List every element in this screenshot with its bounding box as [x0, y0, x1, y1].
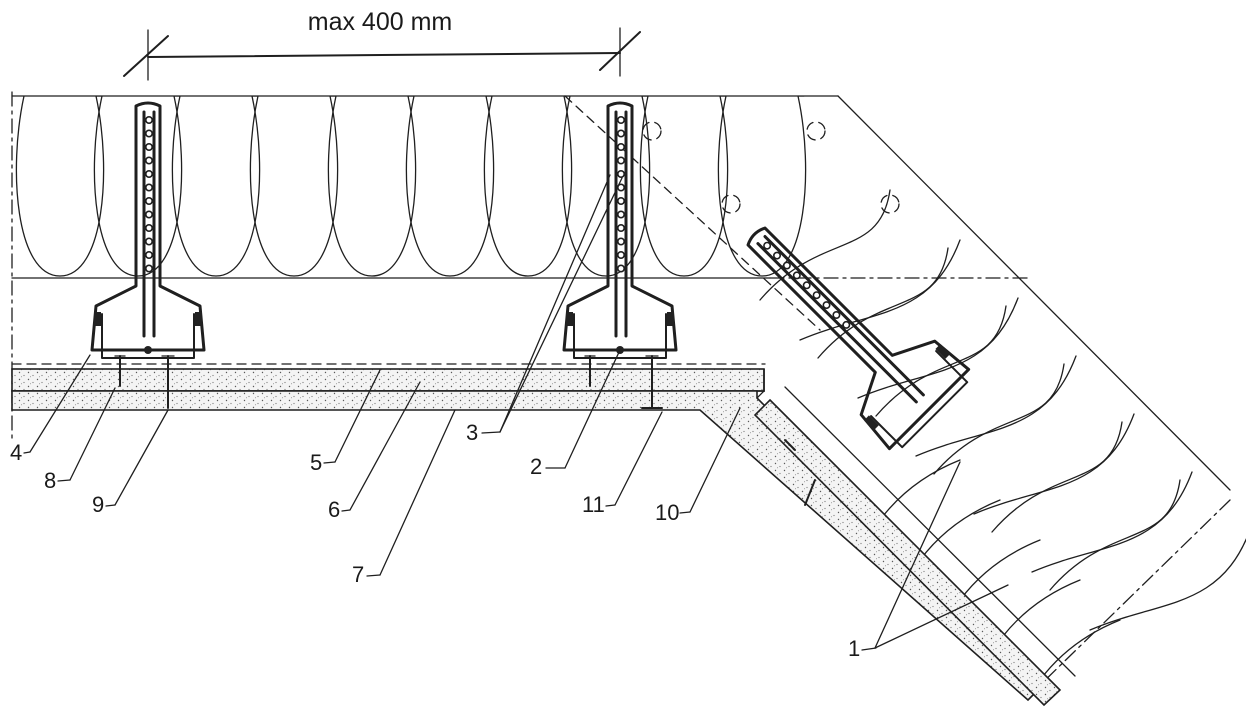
- hanger-bracket-inclined: [746, 226, 971, 451]
- callout-10: 10: [655, 500, 679, 525]
- callout-8: 8: [44, 468, 56, 493]
- callout-11: 11: [582, 492, 605, 517]
- leader-lines: [29, 174, 1009, 649]
- board-layers-inclined: [753, 386, 1076, 707]
- callout-2: 2: [530, 454, 542, 479]
- callout-6: 6: [328, 497, 340, 522]
- hanger-bracket-left: [90, 101, 206, 359]
- insulation-layer-horizontal: [11, 91, 1031, 441]
- callout-9: 9: [92, 492, 104, 517]
- callout-1: 1: [848, 636, 860, 661]
- dimension-label: max 400 mm: [308, 8, 452, 36]
- callout-3: 3: [466, 420, 478, 445]
- callout-4: 4: [10, 440, 22, 465]
- callout-7: 7: [352, 562, 364, 587]
- dimension-line: [123, 27, 641, 81]
- insulation-layer-inclined: [564, 95, 1246, 691]
- screws: [114, 355, 816, 506]
- callout-5: 5: [310, 450, 322, 475]
- callout-labels: 1 2 3 4 5 6 7 8 9 10 11: [10, 420, 877, 661]
- hanger-bracket-middle: [562, 101, 678, 359]
